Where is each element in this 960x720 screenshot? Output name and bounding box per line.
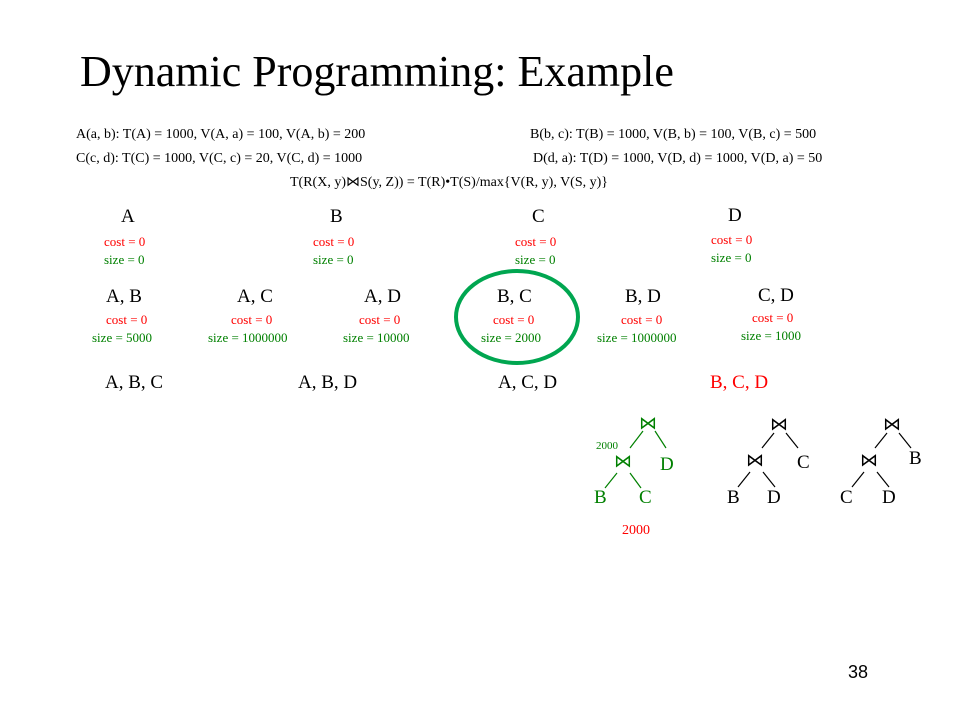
pair-cost-ac: cost = 0: [231, 312, 273, 327]
pair-cost-ab: cost = 0: [106, 312, 148, 327]
tree3-edge-root-left: [874, 432, 888, 449]
tree1-edge-inner-left: [604, 472, 618, 489]
single-label-b: B: [330, 206, 343, 227]
single-cost-c: cost = 0: [515, 234, 557, 249]
single-size-b: size = 0: [313, 252, 354, 267]
triple-label-acd: A, C, D: [498, 372, 558, 393]
tree3-edge-inner-right: [876, 471, 890, 488]
tree2-edge-root-right: [785, 432, 799, 449]
tree2-inner-join-icon: ⋈: [746, 450, 764, 471]
pair-label-bc: B, C: [497, 286, 532, 307]
triple-label-abc: A, B, C: [105, 372, 164, 393]
formula-left: T(R(X, y): [290, 175, 346, 190]
stats-relation-b: B(b, c): T(B) = 1000, V(B, b) = 100, V(B…: [530, 127, 817, 142]
pair-size-ac: size = 1000000: [208, 330, 288, 345]
tree1-edges: [604, 430, 667, 489]
triple-label-abd: A, B, D: [298, 372, 358, 393]
tree3-edge-root-right: [898, 432, 912, 449]
join-icon: ⋈: [346, 174, 360, 190]
tree1-inner-size: 2000: [596, 440, 618, 452]
tree1-cost: 2000: [622, 523, 650, 538]
single-size-a: size = 0: [104, 252, 145, 267]
triple-label-bcd: B, C, D: [710, 372, 769, 393]
pair-size-ad: size = 10000: [343, 330, 410, 345]
tree3-leaf-b: B: [909, 448, 922, 469]
single-cost-a: cost = 0: [104, 234, 146, 249]
tree3-leaf-d: D: [882, 487, 896, 508]
stats-relation-c: C(c, d): T(C) = 1000, V(C, c) = 20, V(C,…: [76, 151, 363, 166]
tree3-edges: [851, 432, 912, 488]
pair-label-ad: A, D: [364, 286, 401, 307]
tree2-leaf-c: C: [797, 452, 810, 473]
tree3-edge-inner-left: [851, 471, 865, 488]
single-cost-d: cost = 0: [711, 232, 753, 247]
tree1-leaf-c: C: [639, 487, 652, 508]
tree3-root-join-icon: ⋈: [883, 414, 901, 435]
pair-cost-bd: cost = 0: [621, 312, 663, 327]
page-number: 38: [848, 662, 869, 682]
tree3-leaf-c: C: [840, 487, 853, 508]
tree2-leaf-d: D: [767, 487, 781, 508]
tree2-leaf-b: B: [727, 487, 740, 508]
highlight-circle: [454, 269, 580, 365]
pair-label-bd: B, D: [625, 286, 661, 307]
stats-relation-a: A(a, b): T(A) = 1000, V(A, a) = 100, V(A…: [76, 127, 366, 142]
tree2-edge-root-left: [761, 432, 775, 449]
pair-cost-ad: cost = 0: [359, 312, 401, 327]
tree3-inner-join-icon: ⋈: [860, 450, 878, 471]
single-size-d: size = 0: [711, 250, 752, 265]
formula-right: S(y, Z)) = T(R)•T(S)/max{V(R, y), V(S, y…: [360, 175, 609, 190]
tree1-edge-root-left: [629, 430, 644, 449]
tree1-leaf-d: D: [660, 454, 674, 475]
pair-size-ab: size = 5000: [92, 330, 153, 345]
page-title: Dynamic Programming: Example: [80, 47, 674, 96]
pair-cost-bc: cost = 0: [493, 312, 535, 327]
tree2-edge-inner-right: [762, 471, 776, 488]
single-label-a: A: [121, 206, 135, 227]
single-size-c: size = 0: [515, 252, 556, 267]
single-label-c: C: [532, 206, 545, 227]
tree1-root-join-icon: ⋈: [639, 413, 657, 434]
pair-size-bd: size = 1000000: [597, 330, 677, 345]
pair-label-cd: C, D: [758, 285, 794, 306]
tree2-edges: [737, 432, 799, 488]
tree1-edge-inner-right: [629, 472, 642, 489]
pair-size-cd: size = 1000: [741, 328, 802, 343]
pair-cost-cd: cost = 0: [752, 310, 794, 325]
pair-size-bc: size = 2000: [481, 330, 542, 345]
tree1-leaf-b: B: [594, 487, 607, 508]
tree1-edge-root-right: [654, 430, 667, 449]
stats-relation-d: D(d, a): T(D) = 1000, V(D, d) = 1000, V(…: [533, 151, 823, 166]
tree2-root-join-icon: ⋈: [770, 414, 788, 435]
size-formula: T(R(X, y)⋈S(y, Z)) = T(R)•T(S)/max{V(R, …: [290, 174, 608, 191]
tree1-inner-join-icon: ⋈: [614, 451, 632, 472]
pair-label-ac: A, C: [237, 286, 273, 307]
tree2-edge-inner-left: [737, 471, 751, 488]
pair-label-ab: A, B: [106, 286, 142, 307]
single-cost-b: cost = 0: [313, 234, 355, 249]
single-label-d: D: [728, 205, 742, 226]
